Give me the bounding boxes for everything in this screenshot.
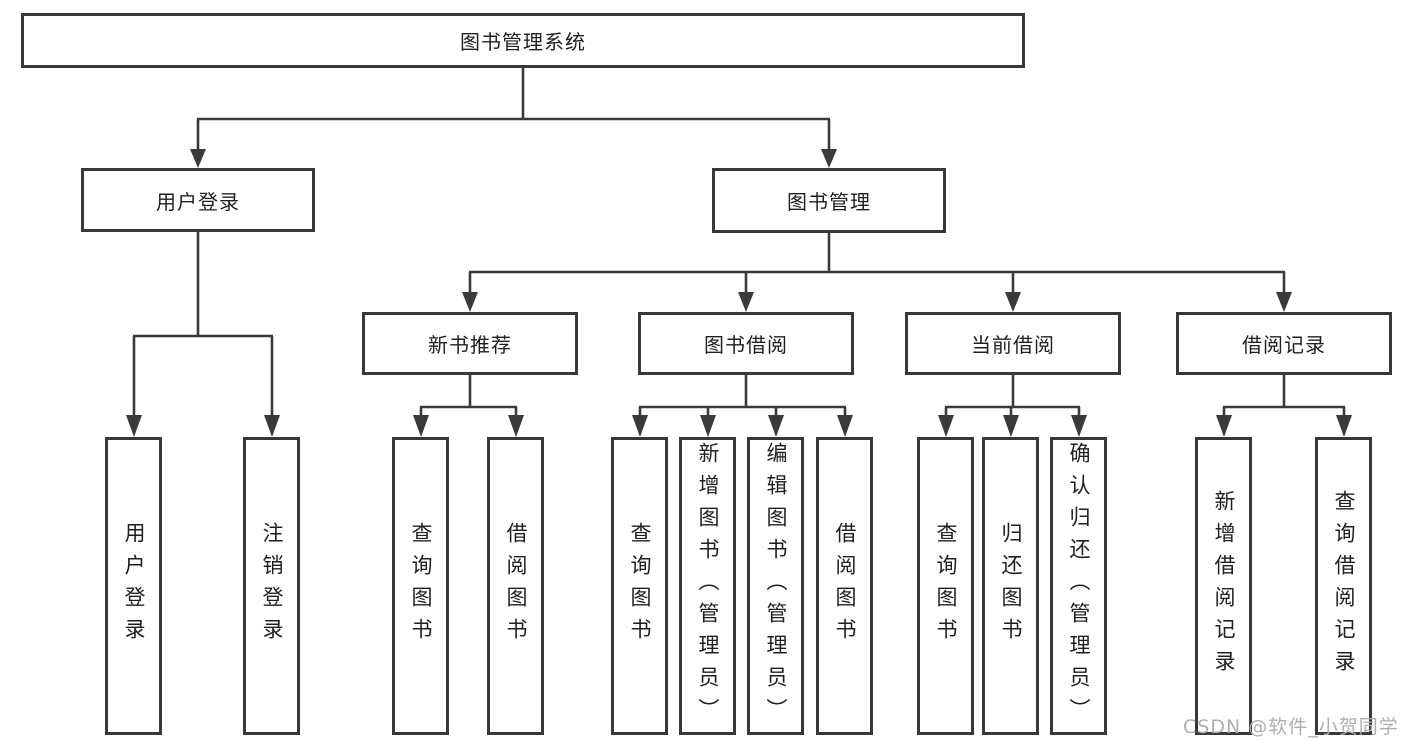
leaf-query-books-current: 查询图书	[917, 437, 974, 735]
node-borrow-records: 借阅记录	[1176, 312, 1392, 375]
leaf-borrow-books: 借阅图书	[816, 437, 873, 735]
leaf-add-borrow-record: 新增借阅记录	[1195, 437, 1252, 735]
node-book-management: 图书管理	[712, 168, 946, 233]
leaf-user-login: 用户登录	[105, 437, 162, 735]
leaf-return-book: 归还图书	[982, 437, 1039, 735]
leaf-add-book-admin: 新增图书（管理员）	[679, 437, 736, 735]
leaf-edit-book-admin: 编辑图书（管理员）	[747, 437, 804, 735]
leaf-query-books-borrow: 查询图书	[611, 437, 668, 735]
node-new-book-recommend: 新书推荐	[362, 312, 578, 375]
leaf-logout: 注销登录	[243, 437, 300, 735]
leaf-query-books-recommend: 查询图书	[392, 437, 449, 735]
leaf-borrow-books-recommend: 借阅图书	[487, 437, 544, 735]
leaf-query-borrow-record: 查询借阅记录	[1315, 437, 1372, 735]
node-book-borrow: 图书借阅	[638, 312, 854, 375]
csdn-watermark: CSDN @软件_小贺同学	[1183, 716, 1399, 738]
node-user-login: 用户登录	[81, 168, 315, 232]
leaf-confirm-return-admin: 确认归还（管理员）	[1050, 437, 1107, 735]
node-current-borrow: 当前借阅	[905, 312, 1121, 375]
root-node: 图书管理系统	[21, 13, 1025, 68]
